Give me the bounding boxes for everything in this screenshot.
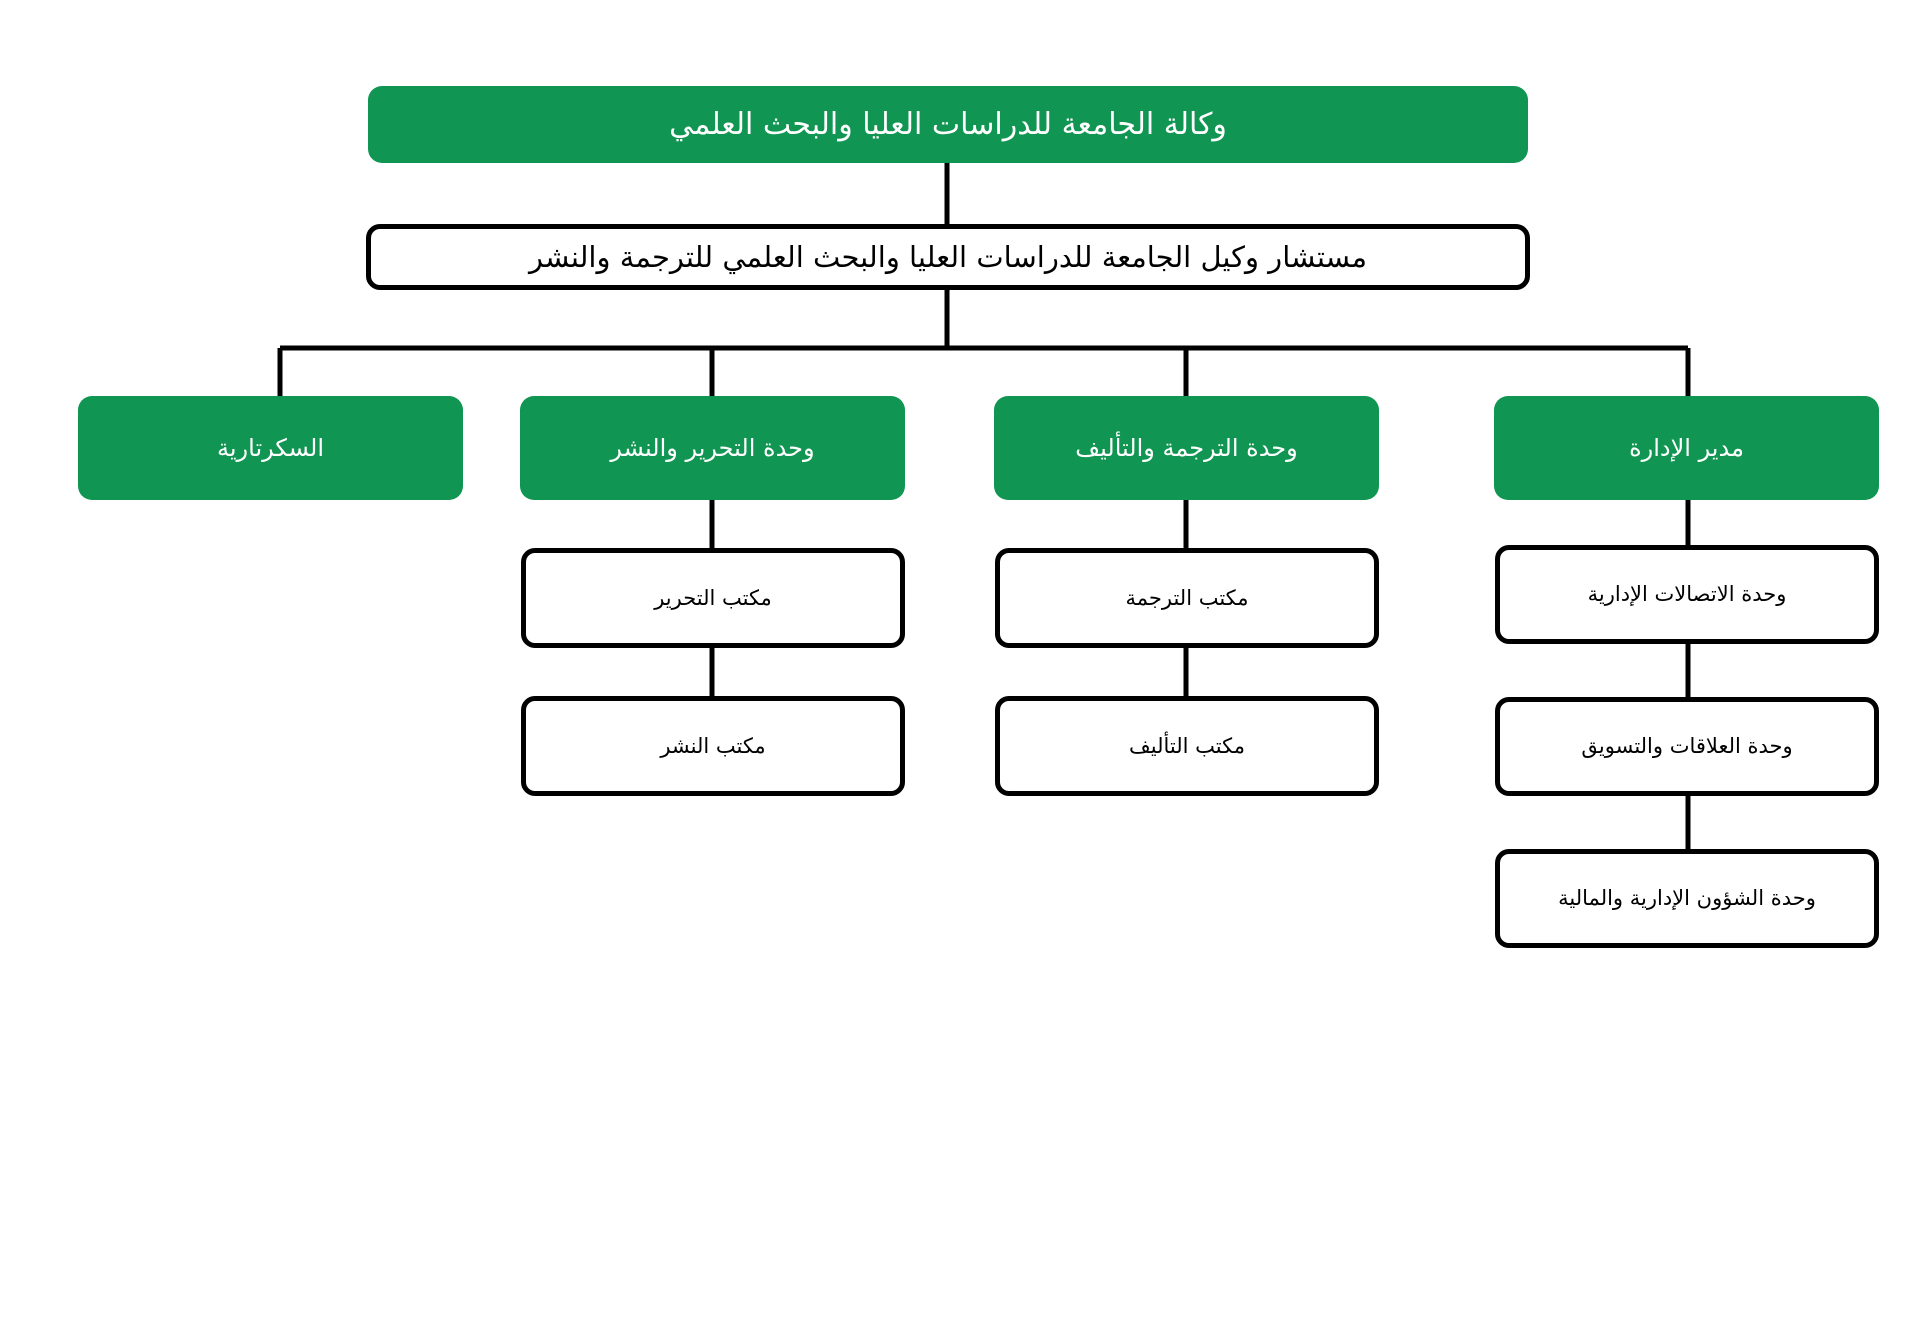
node-advisor[interactable]: مستشار وكيل الجامعة للدراسات العليا والب… xyxy=(366,224,1530,290)
node-branch-editing[interactable]: وحدة التحرير والنشر xyxy=(520,396,905,500)
node-office-publishing[interactable]: مكتب النشر xyxy=(521,696,905,796)
node-branch-translation-label: وحدة الترجمة والتأليف xyxy=(1075,434,1298,462)
node-unit-relations-label: وحدة العلاقات والتسويق xyxy=(1581,734,1793,759)
node-office-authoring[interactable]: مكتب التأليف xyxy=(995,696,1379,796)
node-branch-admin-label: مدير الإدارة xyxy=(1629,434,1744,462)
node-branch-secretariat[interactable]: السكرتارية xyxy=(78,396,463,500)
node-office-translation-label: مكتب الترجمة xyxy=(1125,585,1249,610)
node-branch-admin[interactable]: مدير الإدارة xyxy=(1494,396,1879,500)
node-unit-communications[interactable]: وحدة الاتصالات الإدارية xyxy=(1495,545,1879,644)
node-unit-communications-label: وحدة الاتصالات الإدارية xyxy=(1587,582,1787,607)
node-advisor-label: مستشار وكيل الجامعة للدراسات العليا والب… xyxy=(528,239,1368,274)
node-unit-finance-label: وحدة الشؤون الإدارية والمالية xyxy=(1558,886,1816,911)
node-root-label: وكالة الجامعة للدراسات العليا والبحث الع… xyxy=(669,106,1227,142)
node-unit-relations[interactable]: وحدة العلاقات والتسويق xyxy=(1495,697,1879,796)
node-office-editing[interactable]: مكتب التحرير xyxy=(521,548,905,648)
node-unit-finance[interactable]: وحدة الشؤون الإدارية والمالية xyxy=(1495,849,1879,948)
node-branch-editing-label: وحدة التحرير والنشر xyxy=(610,434,815,462)
node-office-authoring-label: مكتب التأليف xyxy=(1129,733,1245,758)
node-branch-secretariat-label: السكرتارية xyxy=(217,434,325,462)
node-office-editing-label: مكتب التحرير xyxy=(654,585,772,610)
node-root[interactable]: وكالة الجامعة للدراسات العليا والبحث الع… xyxy=(368,86,1528,163)
node-office-publishing-label: مكتب النشر xyxy=(660,733,766,758)
node-office-translation[interactable]: مكتب الترجمة xyxy=(995,548,1379,648)
node-branch-translation[interactable]: وحدة الترجمة والتأليف xyxy=(994,396,1379,500)
